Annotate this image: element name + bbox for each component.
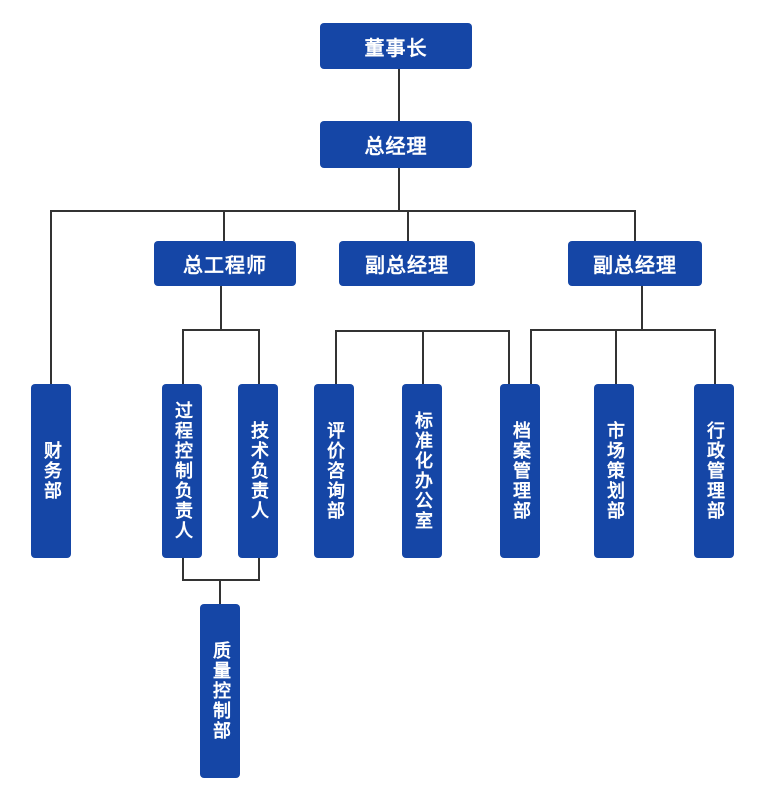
standardization-office-box: 标准化办公室 bbox=[402, 384, 442, 558]
deputy-gm-box-1: 副总经理 bbox=[339, 241, 475, 286]
connector bbox=[398, 68, 400, 122]
chief-engineer-box: 总工程师 bbox=[154, 241, 296, 286]
quality-control-dept-box: 质量控制部 bbox=[200, 604, 240, 778]
connector bbox=[258, 557, 260, 580]
process-control-lead-box: 过程控制负责人 bbox=[162, 384, 202, 558]
evaluation-consulting-label: 评价咨询部 bbox=[324, 421, 345, 521]
archives-dept-label: 档案管理部 bbox=[510, 421, 531, 521]
deputy-gm-label-1: 副总经理 bbox=[365, 253, 449, 277]
connector bbox=[182, 557, 184, 580]
connector bbox=[50, 210, 52, 385]
connector bbox=[530, 329, 532, 385]
connector bbox=[422, 330, 424, 385]
connector bbox=[335, 330, 337, 385]
chairman-box: 董事长 bbox=[320, 23, 472, 69]
connector bbox=[508, 330, 510, 385]
deputy-gm-box-2: 副总经理 bbox=[568, 241, 702, 286]
administration-dept-label: 行政管理部 bbox=[704, 421, 725, 521]
evaluation-consulting-box: 评价咨询部 bbox=[314, 384, 354, 558]
chairman-label: 董事长 bbox=[364, 35, 428, 60]
deputy-gm-label-2: 副总经理 bbox=[593, 253, 677, 277]
process-control-lead-label: 过程控制负责人 bbox=[172, 401, 193, 541]
connector bbox=[182, 329, 260, 331]
connector bbox=[615, 329, 617, 385]
tech-lead-label: 技术负责人 bbox=[248, 421, 269, 521]
connector bbox=[50, 210, 636, 212]
connector bbox=[634, 210, 636, 242]
archives-dept-box: 档案管理部 bbox=[500, 384, 540, 558]
general-manager-box: 总经理 bbox=[320, 121, 472, 168]
connector bbox=[407, 210, 409, 242]
connector bbox=[398, 167, 400, 211]
tech-lead-box: 技术负责人 bbox=[238, 384, 278, 558]
quality-control-dept-label: 质量控制部 bbox=[210, 641, 231, 741]
connector bbox=[530, 329, 716, 331]
general-manager-label: 总经理 bbox=[364, 134, 428, 158]
finance-dept-label: 财务部 bbox=[41, 441, 62, 501]
connector bbox=[182, 329, 184, 385]
finance-dept-box: 财务部 bbox=[31, 384, 71, 558]
marketing-dept-box: 市场策划部 bbox=[594, 384, 634, 558]
connector bbox=[219, 579, 221, 605]
administration-dept-box: 行政管理部 bbox=[694, 384, 734, 558]
connector bbox=[182, 579, 260, 581]
connector bbox=[258, 329, 260, 385]
chief-engineer-label: 总工程师 bbox=[183, 253, 267, 277]
connector bbox=[714, 329, 716, 385]
connector bbox=[220, 285, 222, 330]
connector bbox=[223, 210, 225, 242]
connector bbox=[641, 285, 643, 330]
standardization-office-label: 标准化办公室 bbox=[412, 411, 433, 531]
marketing-dept-label: 市场策划部 bbox=[604, 421, 625, 521]
